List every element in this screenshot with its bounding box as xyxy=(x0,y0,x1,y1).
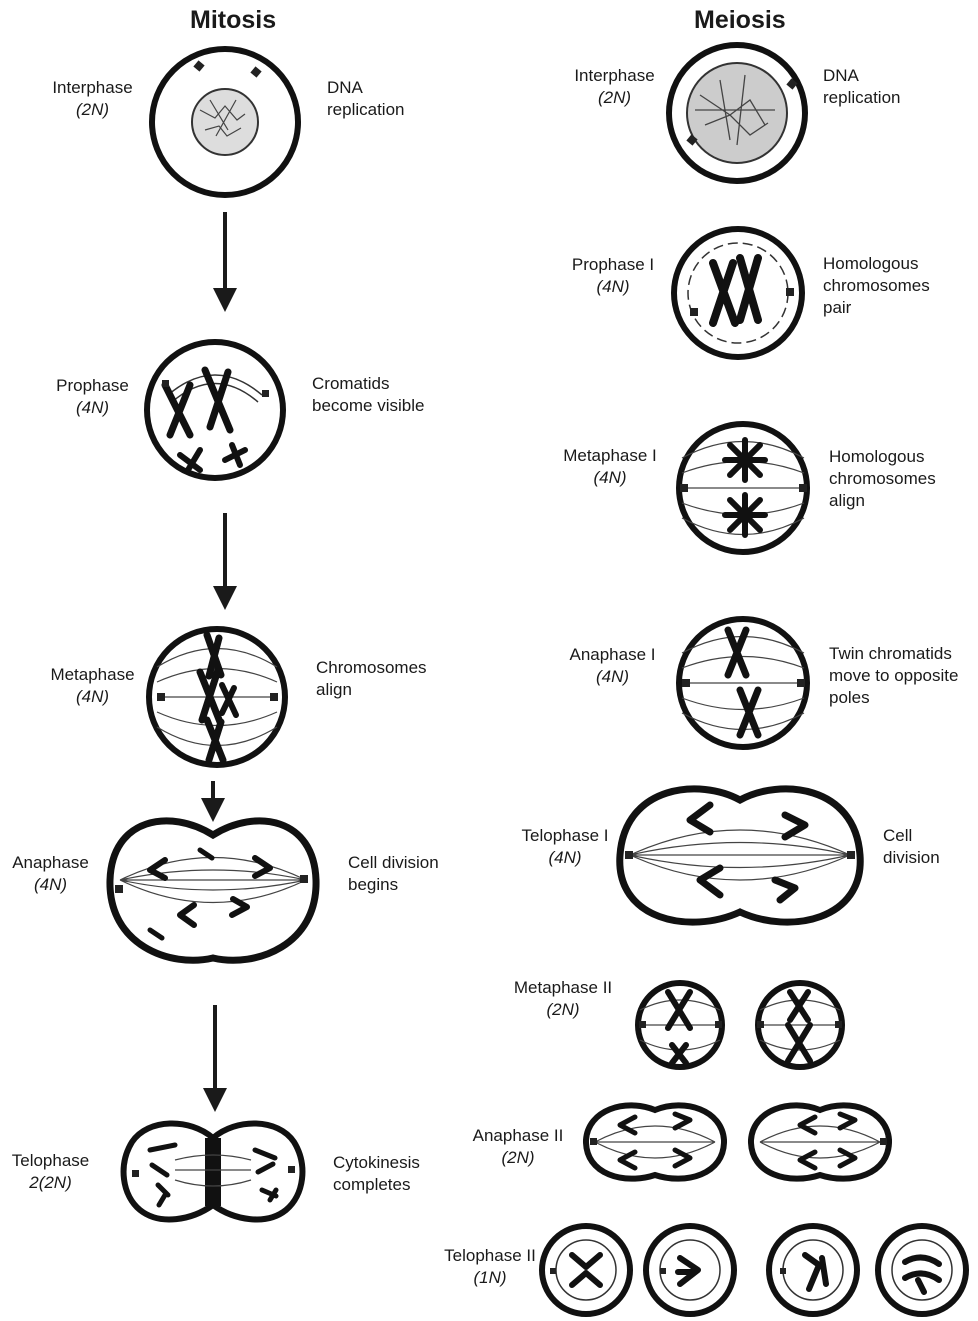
mitosis-title: Mitosis xyxy=(190,8,276,33)
stage-name: Telophase I xyxy=(522,826,609,845)
stage-ploidy: (4N) xyxy=(3,874,98,896)
meiosis-telophase2-cell-d xyxy=(878,1226,966,1314)
stage-name: Telophase II xyxy=(444,1246,536,1265)
stage-name: Anaphase II xyxy=(473,1126,564,1145)
desc-line: begins xyxy=(348,874,439,896)
mitosis-stage-label: Interphase (2N) xyxy=(40,77,145,121)
desc-line: move to opposite xyxy=(829,665,958,687)
meiosis-telophase2-cell-c xyxy=(769,1226,857,1314)
meiosis-stage-desc: Homologous chromosomes pair xyxy=(823,253,930,319)
meiosis-stage-desc: Twin chromatids move to opposite poles xyxy=(829,643,958,709)
desc-line: Chromosomes xyxy=(316,657,427,679)
desc-line: Cytokinesis xyxy=(333,1152,420,1174)
stage-name: Anaphase xyxy=(12,853,89,872)
desc-line: chromosomes xyxy=(829,468,936,490)
meiosis-stage-label: Interphase (2N) xyxy=(562,65,667,109)
meiosis-anaphase2-cell-a xyxy=(586,1105,724,1178)
meiosis-title: Meiosis xyxy=(694,8,786,33)
mitosis-stage-desc: Cromatids become visible xyxy=(312,373,424,417)
mitosis-interphase-cell xyxy=(152,49,298,195)
meiosis-stage-label: Telophase II (1N) xyxy=(430,1245,550,1289)
meiosis-stage-label: Anaphase II (2N) xyxy=(458,1125,578,1169)
stage-name: Interphase xyxy=(574,66,654,85)
stage-ploidy: (2N) xyxy=(40,99,145,121)
meiosis-metaphase2-cell-b xyxy=(757,983,842,1067)
mitosis-stage-desc: Cell division begins xyxy=(348,852,439,896)
stage-name: Metaphase II xyxy=(514,978,612,997)
meiosis-prophase1-cell xyxy=(674,229,802,357)
desc-line: replication xyxy=(327,99,405,121)
desc-line: align xyxy=(829,490,936,512)
stage-name: Interphase xyxy=(52,78,132,97)
desc-line: poles xyxy=(829,687,958,709)
meiosis-stage-label: Metaphase I (4N) xyxy=(550,445,670,489)
stage-name: Telophase xyxy=(12,1151,90,1170)
meiosis-telophase2-cell-b xyxy=(646,1226,734,1314)
meiosis-metaphase2-cell-a xyxy=(638,983,722,1067)
stage-ploidy: (4N) xyxy=(40,397,145,419)
stage-name: Anaphase I xyxy=(569,645,655,664)
stage-name: Prophase xyxy=(56,376,129,395)
mitosis-stage-label: Metaphase (4N) xyxy=(40,664,145,708)
desc-line: Cell division xyxy=(348,852,439,874)
stage-ploidy: (4N) xyxy=(550,467,670,489)
desc-line: chromosomes xyxy=(823,275,930,297)
meiosis-stage-label: Telophase I (4N) xyxy=(505,825,625,869)
meiosis-stage-label: Anaphase I (4N) xyxy=(555,644,670,688)
meiosis-telophase2-cell-a xyxy=(542,1226,630,1314)
mitosis-stage-label: Telophase 2(2N) xyxy=(3,1150,98,1194)
meiosis-stage-desc: DNA replication xyxy=(823,65,901,109)
mitosis-prophase-cell xyxy=(147,342,283,478)
stage-name: Prophase I xyxy=(572,255,654,274)
mitosis-stage-label: Prophase (4N) xyxy=(40,375,145,419)
mitosis-stage-desc: Cytokinesis completes xyxy=(333,1152,420,1196)
desc-line: Twin chromatids xyxy=(829,643,958,665)
stage-name: Metaphase I xyxy=(563,446,657,465)
meiosis-telophase1-cell xyxy=(620,789,860,922)
desc-line: division xyxy=(883,847,940,869)
meiosis-anaphase1-cell xyxy=(679,619,807,747)
desc-line: Cromatids xyxy=(312,373,424,395)
desc-line: pair xyxy=(823,297,930,319)
desc-line: Homologous xyxy=(829,446,936,468)
desc-line: DNA xyxy=(327,77,405,99)
stage-ploidy: (4N) xyxy=(505,847,625,869)
meiosis-interphase-cell xyxy=(669,45,805,181)
stage-ploidy: (4N) xyxy=(40,686,145,708)
meiosis-metaphase1-cell xyxy=(679,424,807,552)
meiosis-stage-desc: Cell division xyxy=(883,825,940,869)
desc-line: completes xyxy=(333,1174,420,1196)
stage-ploidy: (4N) xyxy=(555,666,670,688)
mitosis-telophase-cell xyxy=(124,1123,303,1219)
mitosis-anaphase-cell xyxy=(110,821,316,960)
stage-ploidy: (2N) xyxy=(458,1147,578,1169)
meiosis-anaphase2-cell-b xyxy=(751,1105,889,1178)
stage-ploidy: 2(2N) xyxy=(3,1172,98,1194)
desc-line: Cell xyxy=(883,825,940,847)
desc-line: DNA xyxy=(823,65,901,87)
stage-ploidy: (1N) xyxy=(430,1267,550,1289)
stage-ploidy: (4N) xyxy=(558,276,668,298)
meiosis-stage-label: Prophase I (4N) xyxy=(558,254,668,298)
stage-ploidy: (2N) xyxy=(498,999,628,1021)
desc-line: Homologous xyxy=(823,253,930,275)
mitosis-stage-label: Anaphase (4N) xyxy=(3,852,98,896)
desc-line: become visible xyxy=(312,395,424,417)
mitosis-stage-desc: DNA replication xyxy=(327,77,405,121)
desc-line: align xyxy=(316,679,427,701)
meiosis-stage-label: Metaphase II (2N) xyxy=(498,977,628,1021)
desc-line: replication xyxy=(823,87,901,109)
stage-name: Metaphase xyxy=(50,665,134,684)
mitosis-stage-desc: Chromosomes align xyxy=(316,657,427,701)
stage-ploidy: (2N) xyxy=(562,87,667,109)
mitosis-metaphase-cell xyxy=(149,629,285,765)
meiosis-stage-desc: Homologous chromosomes align xyxy=(829,446,936,512)
